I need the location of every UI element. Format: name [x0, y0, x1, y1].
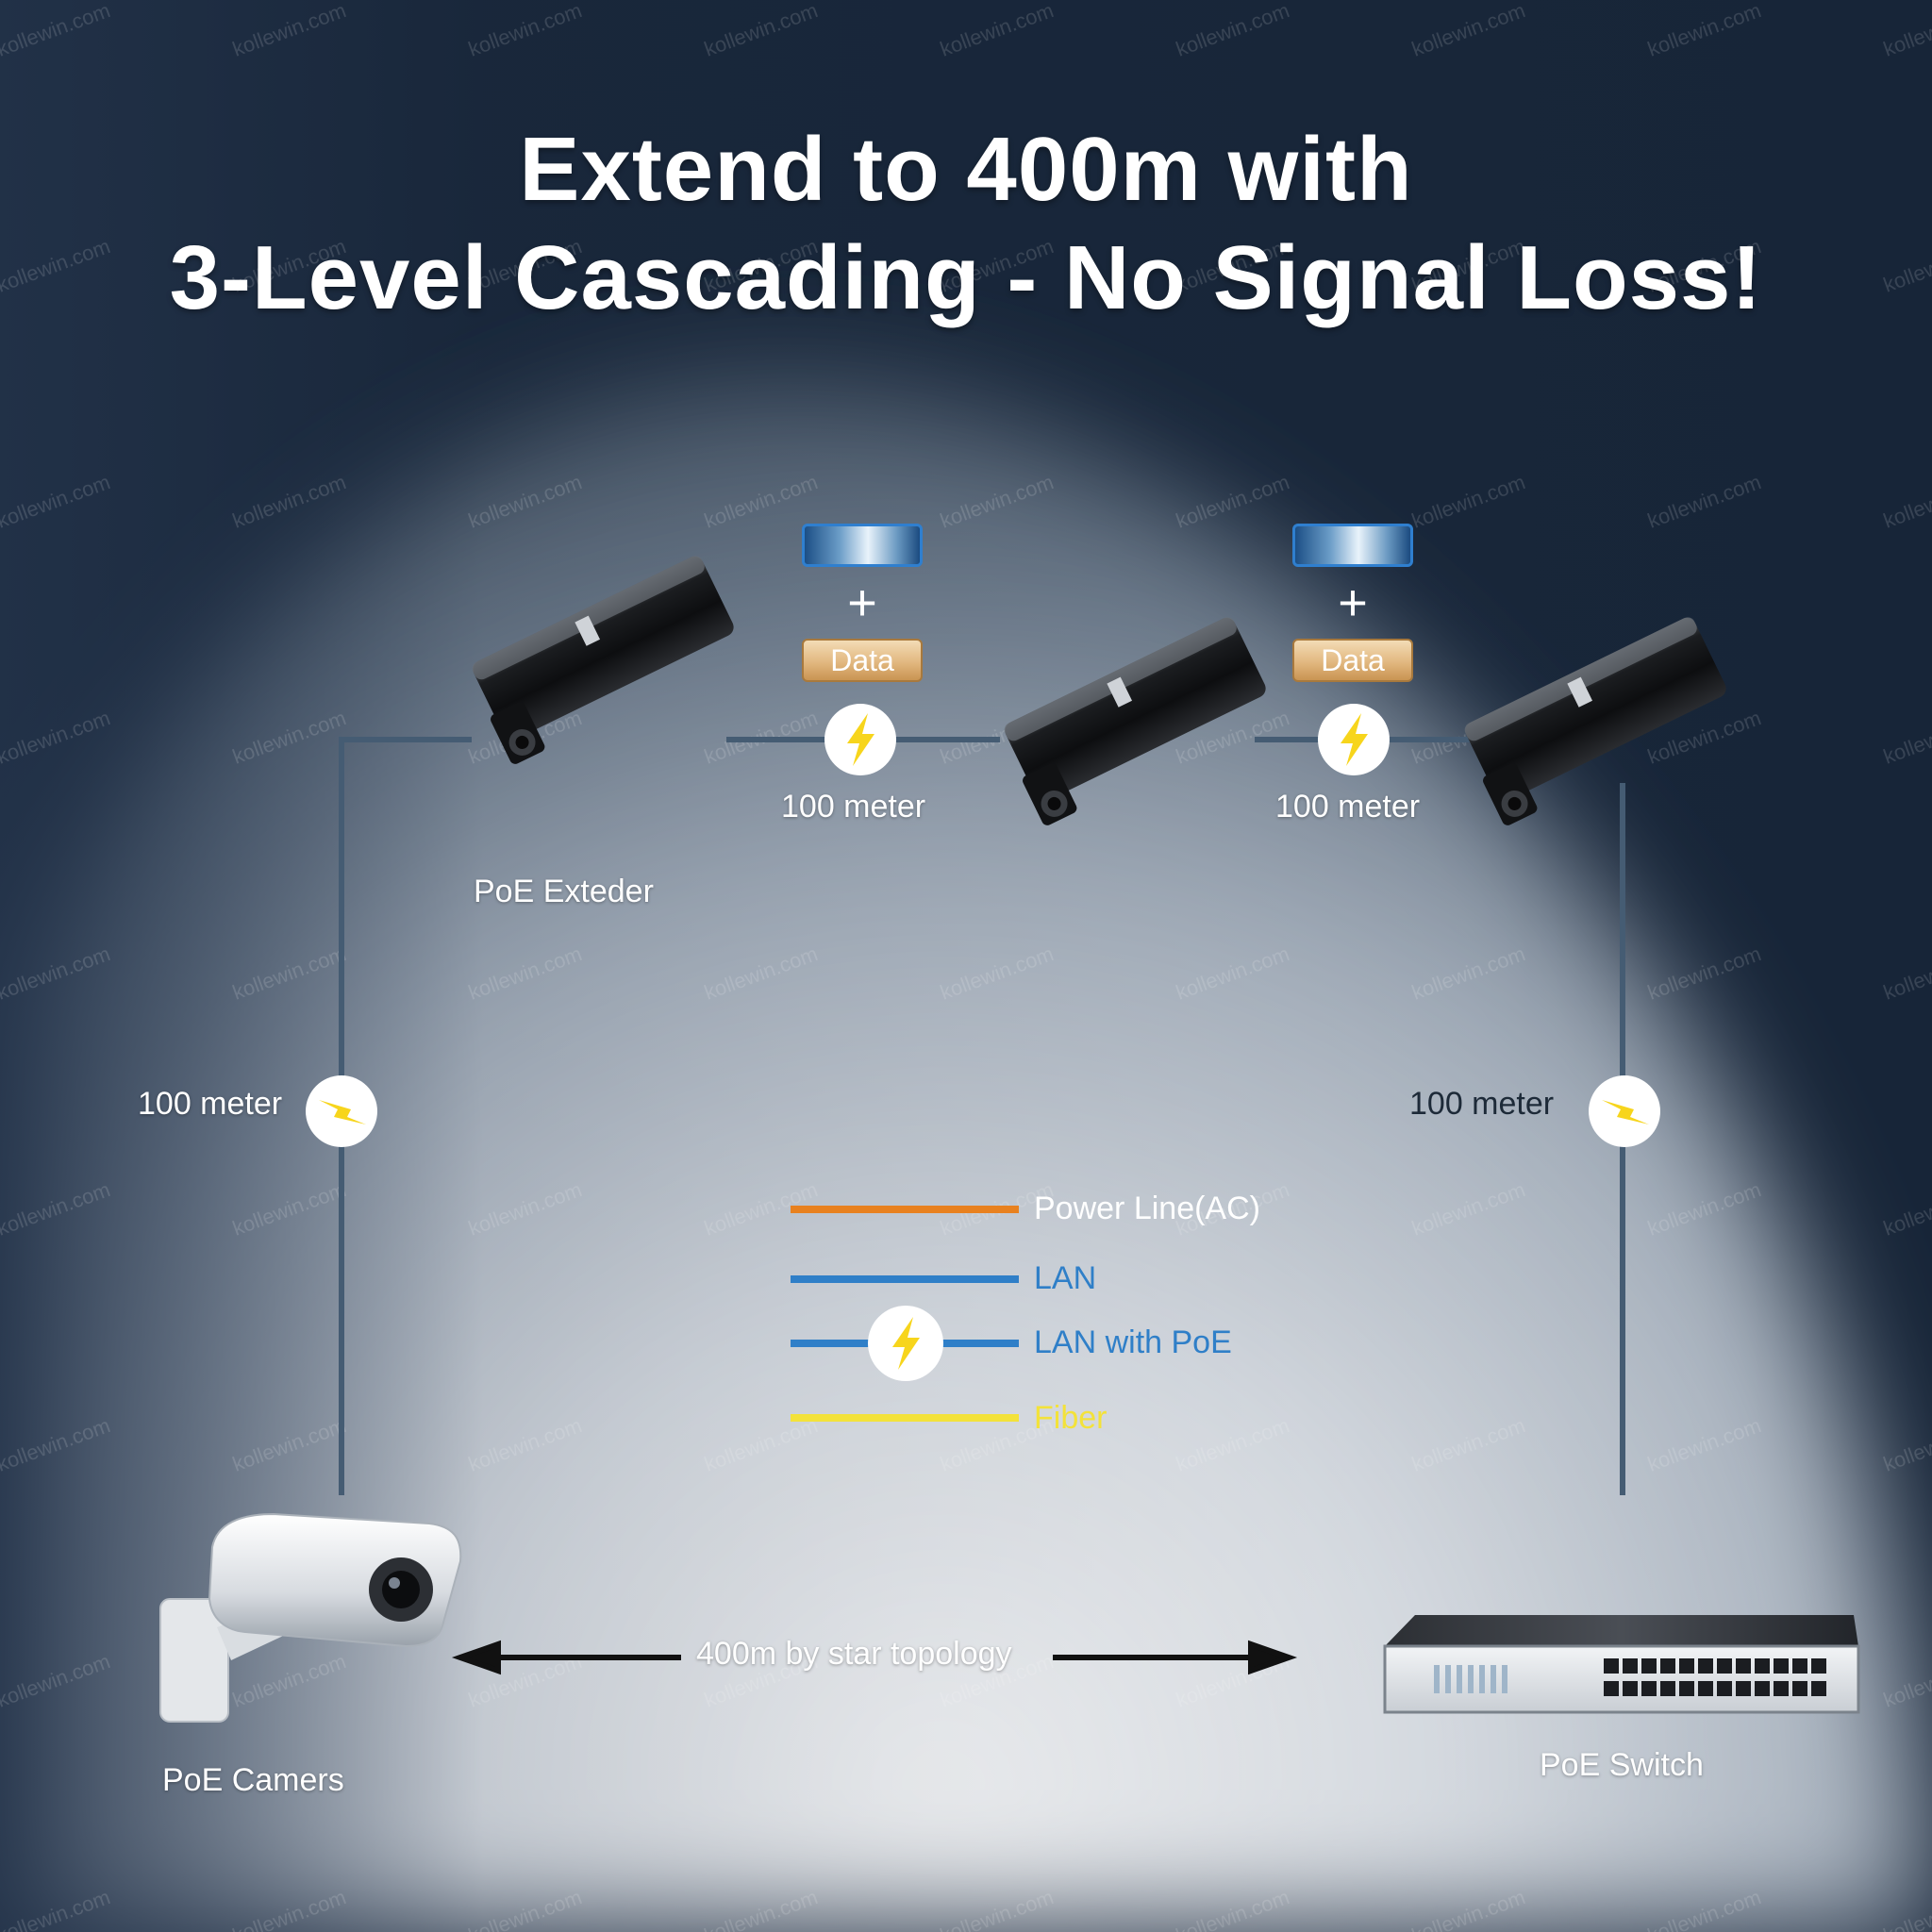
arrow-left-head: [451, 1640, 501, 1675]
bolt-icon: [1589, 1075, 1660, 1147]
switch-leds: [1434, 1665, 1507, 1693]
title-line-2: 3-Level Cascading - No Signal Loss!: [169, 227, 1763, 328]
switch-ports: [1604, 1658, 1826, 1696]
plus-sign: +: [847, 575, 877, 631]
bolt-icon: [306, 1075, 377, 1147]
switch-label: PoE Switch: [1540, 1747, 1704, 1783]
topology-label: 400m by star topology: [696, 1636, 1012, 1672]
segment-label-top-2: 100 meter: [1275, 789, 1421, 824]
segment-label-left: 100 meter: [138, 1086, 283, 1122]
legend-label-fiber: Fiber: [1034, 1400, 1108, 1436]
camera-label: PoE Camers: [162, 1762, 344, 1798]
plus-sign: +: [1338, 575, 1368, 631]
data-badge: Data: [1292, 639, 1413, 682]
arrow-right-head: [1248, 1640, 1298, 1675]
poe-camera-device: [159, 1512, 462, 1723]
topology-arrow: [451, 1640, 1298, 1675]
poe-bolt-markers: [306, 704, 1660, 1147]
legend-label-lan: LAN: [1034, 1260, 1097, 1296]
segment-label-right: 100 meter: [1409, 1086, 1555, 1122]
bolt-icon: [824, 704, 896, 775]
bolt-icon: [1318, 704, 1390, 775]
extender-label: PoE Exteder: [474, 874, 654, 909]
cable-left: [339, 737, 472, 1495]
legend-label-lan-poe: LAN with PoE: [1034, 1324, 1232, 1360]
poe-extender-device-3: [1464, 617, 1726, 825]
power-badge: [1292, 524, 1413, 567]
legend-label-power: Power Line(AC): [1034, 1191, 1260, 1226]
data-badge: Data: [802, 639, 923, 682]
bolt-icon: [868, 1306, 943, 1381]
title-line-1: Extend to 400m with: [519, 119, 1413, 220]
poe-extender-device-1: [472, 556, 734, 764]
poe-switch-device: [1383, 1615, 1860, 1714]
power-badge: [802, 524, 923, 567]
segment-label-top-1: 100 meter: [781, 789, 926, 824]
poe-extender-device-2: [1004, 617, 1266, 825]
